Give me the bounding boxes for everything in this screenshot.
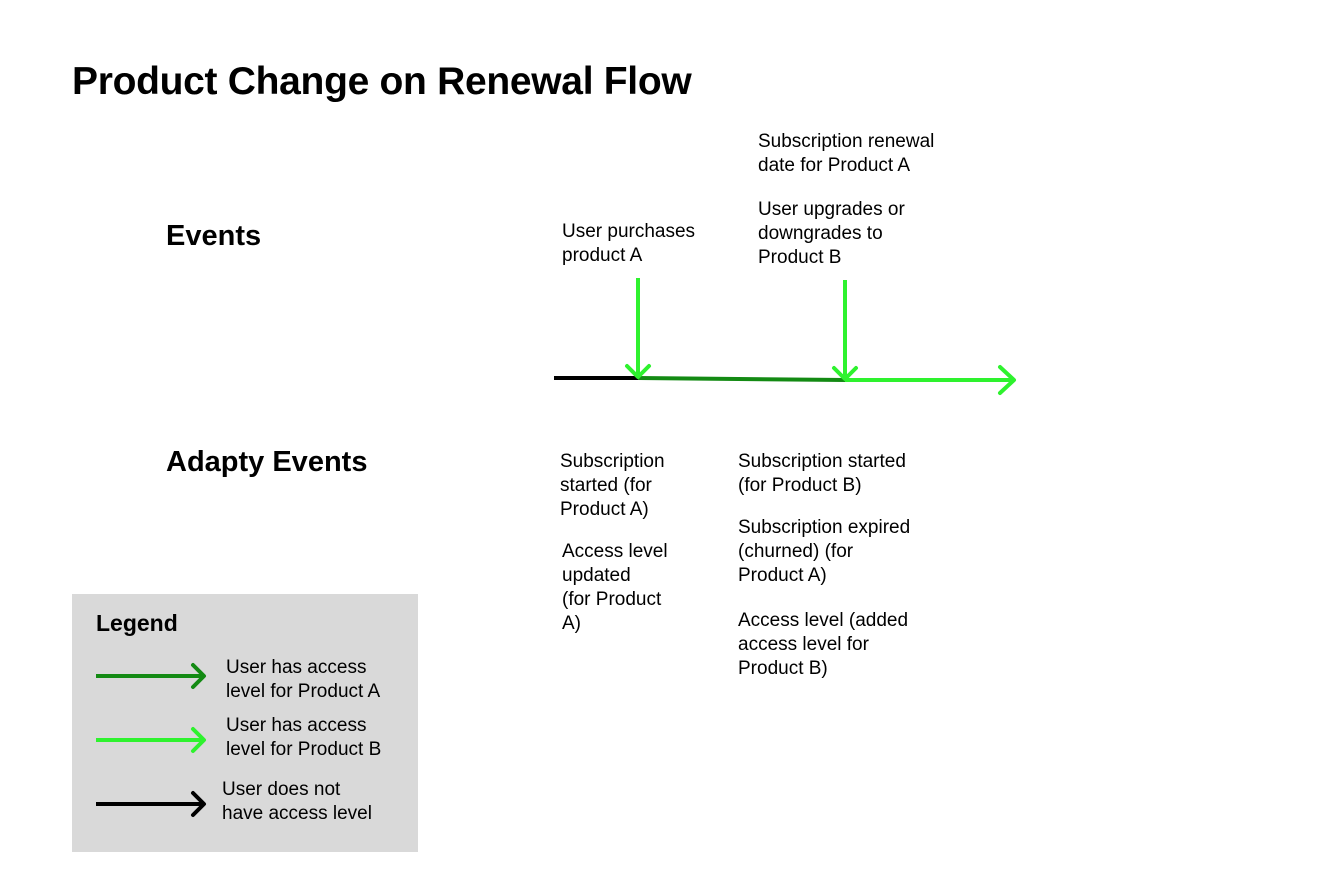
legend: Legend User has access level for Product…: [72, 594, 418, 852]
legend-label-product-b: User has access level for Product B: [226, 715, 382, 760]
adapty-access-level-updated-product-a: Access level updated (for Product A): [562, 541, 668, 634]
event-upgrade-label: User upgrades or downgrades to Product B: [758, 199, 905, 268]
legend-label-product-a: User has access level for Product A: [226, 657, 381, 702]
legend-item-product-a: User has access level for Product A: [96, 656, 418, 708]
adapty-subscription-expired-product-a: Subscription expired (churned) (for Prod…: [738, 517, 911, 586]
adapty-events-section-label: Adapty Events: [166, 446, 368, 478]
legend-label-no-access: User does not have access level: [222, 779, 372, 824]
timeline-product-a-segment: [637, 376, 846, 382]
upgrade-event-arrowhead: [832, 366, 858, 381]
legend-arrow-product-a-icon: [96, 663, 206, 689]
legend-arrow-no-access-icon: [96, 791, 206, 817]
legend-item-product-b: User has access level for Product B: [96, 714, 418, 766]
event-renewal-date-label: Subscription renewal date for Product A: [758, 131, 935, 176]
legend-arrow-product-b-icon: [96, 727, 206, 753]
legend-item-no-access: User does not have access level: [96, 778, 418, 830]
adapty-subscription-started-product-a: Subscription started (for Product A): [560, 451, 665, 520]
adapty-subscription-started-product-b: Subscription started (for Product B): [738, 451, 906, 496]
event-purchase-label: User purchases product A: [562, 221, 696, 266]
page-title: Product Change on Renewal Flow: [72, 60, 692, 103]
legend-title: Legend: [96, 610, 178, 636]
timeline-arrowhead: [998, 365, 1016, 395]
adapty-access-level-added-product-b: Access level (added access level for Pro…: [738, 610, 909, 679]
events-section-label: Events: [166, 220, 262, 252]
purchase-event-arrowhead: [625, 364, 651, 379]
